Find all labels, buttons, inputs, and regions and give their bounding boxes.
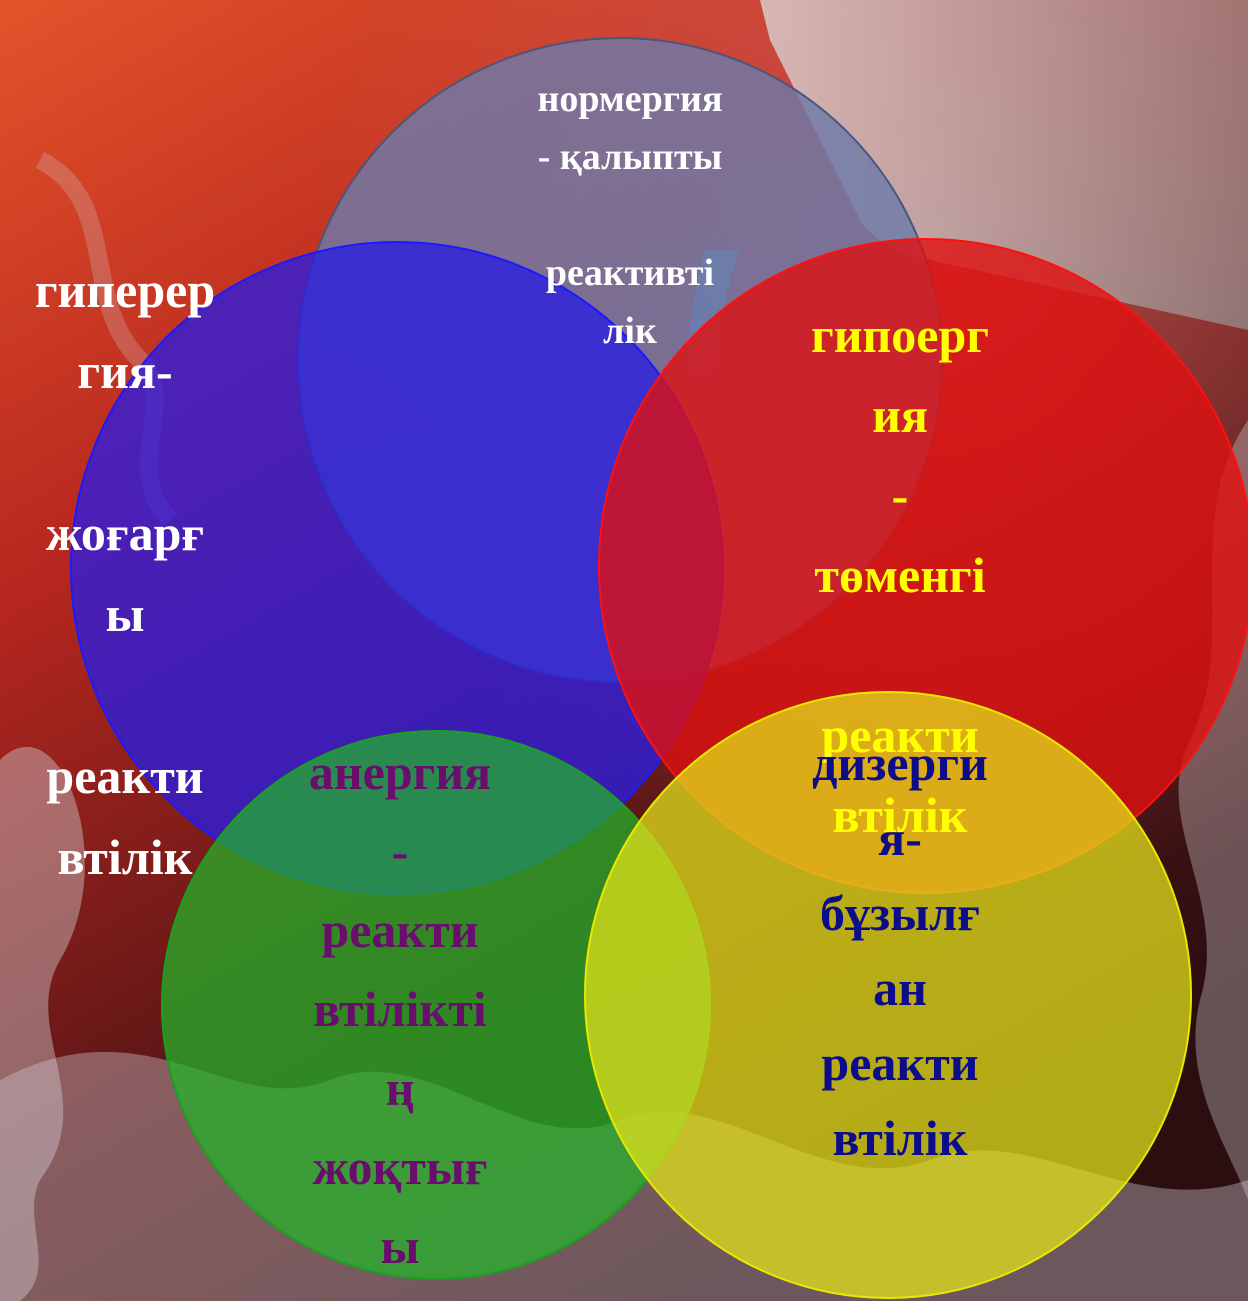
label-anergy: анергия - реакти втілікті ң жоқтығ ы [270, 733, 530, 1286]
label-hyperergy: гиперер гия- жоғарғ ы реакти втілік [0, 250, 250, 898]
label-dysergy: дизерги я- бұзылғ ан реакти втілік [770, 726, 1030, 1176]
label-normergy: нормергия - қалыпты реактивті лік [470, 70, 790, 360]
